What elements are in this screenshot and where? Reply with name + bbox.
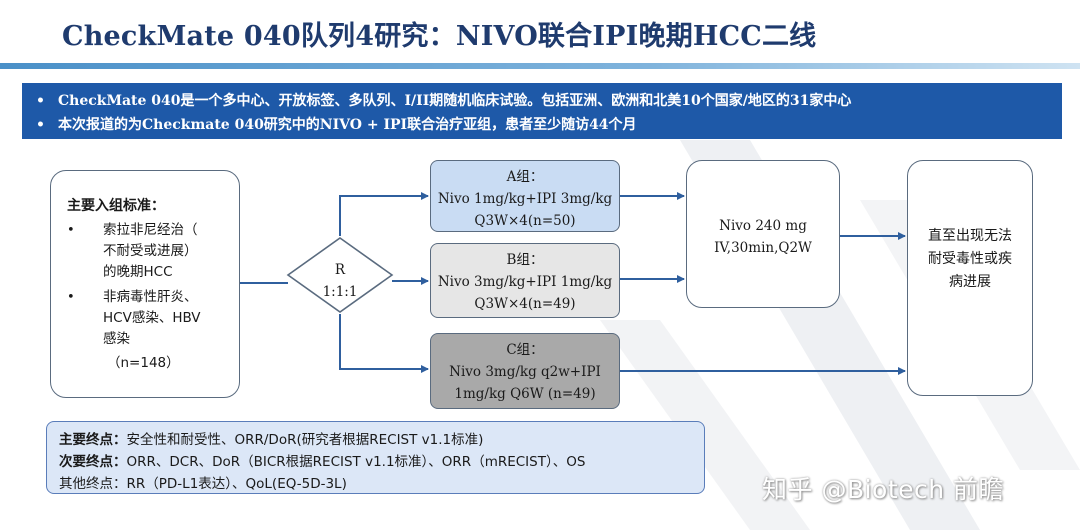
arrow-to-group-a [339, 192, 429, 236]
inclusion-criteria-box: 主要入组标准： • 索拉非尼经治（ 不耐受或进展） 的晚期HCC • 非病毒性肝… [50, 170, 240, 398]
secondary-endpoint: 次要终点：ORR、DCR、DoR（BICR根据RECIST v1.1标准）、OR… [59, 454, 586, 470]
watermark-text: 知乎 @Biotech 前瞻 [762, 475, 1005, 504]
mono-dose: Nivo 240 mg [719, 218, 807, 234]
arrow-to-group-c [339, 314, 429, 373]
banner-line-1: •CheckMate 040是一个多中心、开放标签、多队列、I/II期随机临床试… [36, 93, 852, 109]
randomize-ratio: 1:1:1 [322, 284, 358, 300]
group-c-box: C组： Nivo 3mg/kg q2w+IPI 1mg/kg Q6W (n=49… [430, 333, 620, 409]
randomize-label: R [334, 262, 346, 278]
bullet-icon: • [36, 93, 45, 109]
criteria-n: （n=148） [107, 355, 180, 371]
bullet-icon: • [67, 223, 75, 238]
other-endpoint: 其他终点：RR（PD-L1表达）、QoL(EQ-5D-3L) [59, 476, 347, 492]
until-progression-box: 直至出现无法 耐受毒性或疾 病进展 [907, 160, 1033, 396]
bullet-icon: • [36, 117, 45, 133]
banner-line-2: •本次报道的为Checkmate 040研究中的NIVO + IPI联合治疗亚组… [36, 117, 637, 133]
primary-endpoint: 主要终点：安全性和耐受性、ORR/DoR(研究者根据RECIST v1.1标准) [59, 432, 484, 448]
nivo-monotherapy-box: Nivo 240 mg IV,30min,Q2W [686, 160, 840, 308]
mono-schedule: IV,30min,Q2W [714, 240, 812, 256]
title-underline [0, 63, 1080, 69]
summary-banner: •CheckMate 040是一个多中心、开放标签、多队列、I/II期随机临床试… [22, 83, 1062, 139]
criteria-title: 主要入组标准： [67, 198, 165, 214]
page-title: CheckMate 040队列4研究：NIVO联合IPI晚期HCC二线 [62, 21, 817, 52]
endpoints-box: 主要终点：安全性和耐受性、ORR/DoR(研究者根据RECIST v1.1标准)… [46, 421, 705, 494]
group-b-box: B组： Nivo 3mg/kg+IPI 1mg/kg Q3W×4(n=49) [430, 243, 620, 318]
criteria-item-1: 索拉非尼经治（ 不耐受或进展） 的晚期HCC [103, 222, 198, 280]
criteria-item-2: 非病毒性肝炎、 HCV感染、HBV 感染 [103, 289, 201, 347]
randomize-diamond [286, 237, 394, 313]
bullet-icon: • [67, 290, 75, 305]
group-a-box: A组： Nivo 1mg/kg+IPI 3mg/kg Q3W×4(n=50) [430, 160, 620, 232]
